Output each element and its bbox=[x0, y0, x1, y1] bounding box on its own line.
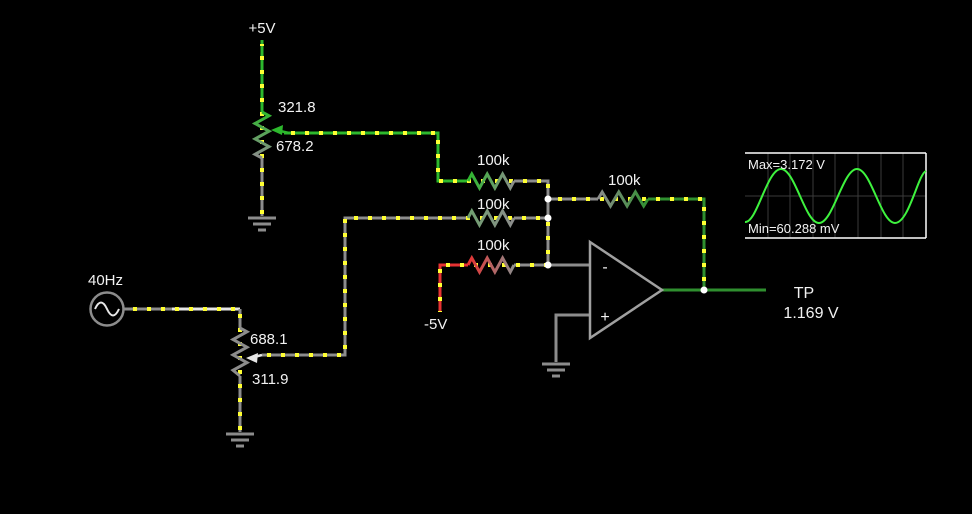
opamp-plus-label: + bbox=[600, 309, 609, 326]
scope-max-label: Max=3.172 V bbox=[748, 157, 825, 172]
junction-node bbox=[544, 195, 552, 203]
current-dots-feedback bbox=[548, 197, 706, 290]
junction-node bbox=[544, 214, 552, 222]
ground-opamp[interactable] bbox=[542, 362, 570, 378]
potentiometer-top[interactable] bbox=[251, 110, 290, 160]
label-vplus: +5V bbox=[248, 20, 275, 37]
label-r3: 100k bbox=[477, 237, 510, 254]
probe-name-label: TP bbox=[794, 285, 814, 302]
opamp-triangle[interactable] bbox=[588, 239, 665, 341]
label-r2: 100k bbox=[477, 196, 510, 213]
scope-waveform-trace bbox=[744, 167, 927, 225]
resistor-r2[interactable] bbox=[466, 207, 516, 229]
potentiometer-bottom[interactable] bbox=[229, 326, 263, 378]
resistor-feedback[interactable] bbox=[596, 189, 650, 209]
opamp-minus-label: - bbox=[602, 259, 607, 276]
label-rf: 100k bbox=[608, 172, 641, 189]
label-pot-bottom-upper: 688.1 bbox=[250, 331, 288, 348]
resistor-r3[interactable] bbox=[466, 254, 516, 276]
wire-pot-bottom-wiper-to-r2[interactable] bbox=[262, 216, 468, 357]
current-dots-r1-branch bbox=[284, 131, 550, 199]
potentiometer-bottom-body[interactable] bbox=[229, 326, 251, 378]
label-pot-top-lower: 678.2 bbox=[276, 138, 314, 155]
wire-summing-node-vertical[interactable] bbox=[514, 179, 550, 265]
label-pot-bottom-lower: 311.9 bbox=[252, 371, 288, 388]
opamp[interactable]: - + bbox=[588, 239, 665, 341]
label-r1: 100k bbox=[477, 152, 510, 169]
potentiometer-top-body[interactable] bbox=[251, 110, 273, 160]
sine-wave-icon bbox=[94, 301, 120, 317]
scope-panel[interactable]: Max=3.172 V Min=60.288 mV bbox=[744, 152, 927, 239]
ground-top[interactable] bbox=[248, 216, 276, 232]
label-vminus: -5V bbox=[424, 316, 447, 333]
junction-node bbox=[544, 261, 552, 269]
wire-feedback-right[interactable] bbox=[648, 197, 706, 290]
ground-bottom[interactable] bbox=[226, 432, 254, 448]
wire-noninverting-to-ground[interactable] bbox=[554, 313, 590, 362]
ac-source-circle[interactable] bbox=[89, 291, 125, 327]
scope-min-label: Min=60.288 mV bbox=[748, 221, 840, 236]
ac-source[interactable] bbox=[89, 291, 125, 327]
label-freq: 40Hz bbox=[88, 272, 123, 289]
label-pot-top-upper: 321.8 bbox=[278, 99, 316, 116]
wire-vminus-feed[interactable] bbox=[438, 263, 468, 312]
resistor-r1[interactable] bbox=[466, 170, 516, 192]
current-dots-source-branch bbox=[124, 307, 242, 432]
probe-node[interactable] bbox=[700, 286, 708, 294]
probe-value-label: 1.169 V bbox=[783, 305, 838, 322]
potentiometer-bottom-wiper-arrow-icon bbox=[246, 353, 258, 363]
potentiometer-top-wiper-arrow-icon bbox=[271, 125, 283, 135]
